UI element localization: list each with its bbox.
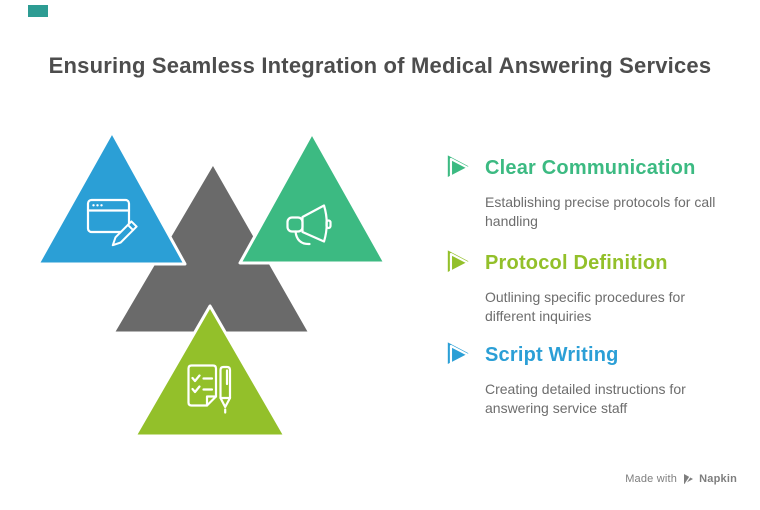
list-item-protocol-definition: Protocol Definition Outlining specific p… (446, 249, 728, 326)
brand-mark (28, 5, 48, 17)
napkin-logo-icon (684, 474, 694, 484)
item-title: Clear Communication (485, 157, 696, 179)
triangle-protocol-definition (133, 304, 287, 438)
arrow-right-icon (447, 250, 473, 277)
browser-edit-icon (86, 198, 138, 247)
arrow-right-icon (447, 342, 473, 369)
page-title: Ensuring Seamless Integration of Medical… (48, 53, 712, 78)
megaphone-icon (286, 204, 332, 246)
feature-list: Clear Communication Establishing precise… (446, 0, 736, 510)
napkin-brand-text: Napkin (699, 473, 737, 485)
item-description: Creating detailed instructions for answe… (485, 381, 686, 416)
triangle-clear-communication (238, 131, 387, 265)
made-with-napkin[interactable]: Made with Napkin (625, 472, 737, 486)
item-title: Protocol Definition (485, 252, 668, 274)
made-with-text: Made with (625, 473, 678, 485)
list-item-clear-communication: Clear Communication Establishing precise… (446, 154, 728, 231)
triangle-script-writing (36, 130, 187, 266)
item-description: Establishing precise protocols for call … (485, 194, 716, 229)
checklist-pen-icon (187, 364, 232, 414)
list-item-script-writing: Script Writing Creating detailed instruc… (446, 341, 728, 418)
item-title: Script Writing (485, 344, 619, 366)
arrow-right-icon (447, 155, 473, 182)
item-description: Outlining specific procedures for differ… (485, 289, 685, 324)
